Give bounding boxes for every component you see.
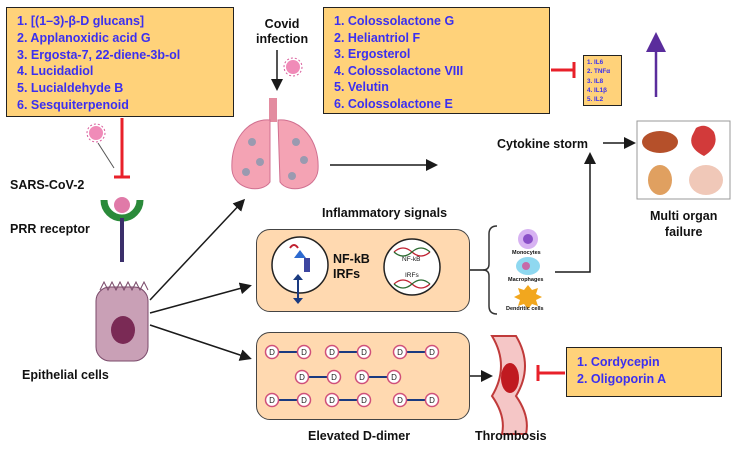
d-dimer-bead	[296, 392, 312, 408]
inhibit-line-box2	[551, 62, 576, 78]
d-letter: D	[301, 396, 307, 405]
d-letter: D	[269, 348, 275, 357]
monocyte-icon	[518, 229, 538, 249]
d-dimer-molecules: D D D D D D D D D D D D D D D D	[264, 344, 440, 408]
d-letter: D	[331, 373, 337, 382]
organs-icon	[636, 120, 731, 200]
compound-box-2: 1. Colossolactone G 2. Heliantriol F 3. Er…	[323, 7, 550, 114]
d-letter: D	[397, 396, 403, 405]
d-dimer-bead	[264, 344, 280, 360]
d-dimer-bead	[326, 369, 342, 385]
compound-box-1: 1. [(1–3)-β-D glucans] 2. Applanoxidic ac…	[6, 7, 234, 117]
compound-list-3: 1. Cordycepin 2. Oligoporin A	[577, 354, 721, 388]
cytokine-item: 3. IL8	[587, 77, 604, 85]
d-letter: D	[329, 396, 335, 405]
macrophages-label: Macrophages	[508, 277, 544, 283]
compound-item: 5. Velutin	[334, 80, 389, 94]
d-letter: D	[429, 396, 435, 405]
prr-receptor-label: PRR receptor	[10, 222, 90, 236]
compound-item: 3. Ergosta-7, 22-diene-3b-ol	[17, 47, 181, 62]
monocytes-label: Monocytes	[512, 250, 541, 256]
dendritic-cell-icon	[514, 285, 542, 309]
d-dimer-bead	[264, 392, 280, 408]
d-dimer-bead	[356, 392, 372, 408]
thrombosis-icon	[490, 335, 528, 435]
elevated-d-dimer-label: Elevated D-dimer	[308, 429, 411, 443]
d-letter: D	[429, 348, 435, 357]
sars-cov2-label: SARS-CoV-2	[10, 178, 85, 192]
compound-item: 4. Colossolactone VIII	[334, 63, 464, 78]
d-dimer-bead	[324, 344, 340, 360]
dna-nfkb-label: NF-kB	[402, 256, 421, 263]
compound-list-2: 1. Colossolactone G 2. Heliantriol F 3. Er…	[334, 13, 549, 112]
dendritic-cells-label: Dendritic cells	[506, 306, 544, 312]
epithelial-cell-icon	[95, 280, 149, 362]
compound-box-3: 1. Cordycepin 2. Oligoporin A	[566, 347, 722, 397]
d-dimer-bead	[354, 369, 370, 385]
compound-item: 6. Sesquiterpenoid	[17, 97, 129, 112]
prr-receptor-icon	[100, 197, 144, 262]
cytokine-storm-label: Cytokine storm	[497, 137, 588, 151]
d-dimer-bead	[356, 344, 372, 360]
inflammatory-signals-label: Inflammatory signals	[322, 206, 448, 220]
macrophage-icon	[516, 257, 540, 275]
d-letter: D	[361, 348, 367, 357]
d-letter: D	[301, 348, 307, 357]
inhibit-line-box3	[536, 365, 565, 381]
d-letter: D	[361, 396, 367, 405]
dna-icon	[383, 238, 441, 296]
multi-organ-failure-label: Multi organ failure	[650, 209, 718, 239]
compound-item: 5. Lucialdehyde B	[17, 81, 124, 96]
compound-item: 2. Oligoporin A	[577, 372, 667, 386]
d-dimer-bead	[324, 392, 340, 408]
nfkb-irfs-label: NF-kB IRFs	[333, 252, 370, 281]
compound-item: 4. Lucidadiol	[17, 64, 94, 79]
virus-icon	[86, 123, 106, 143]
d-letter: D	[397, 348, 403, 357]
d-dimer-bead	[392, 392, 408, 408]
d-letter: D	[299, 373, 305, 382]
covid-infection-label: Covid infection	[256, 17, 309, 46]
compound-item: 6. Colossolactone E	[334, 96, 453, 111]
d-dimer-bead	[294, 369, 310, 385]
cytokine-item: 5. IL2	[587, 96, 604, 104]
inhibit-line-box1	[114, 118, 130, 179]
d-dimer-bead	[392, 344, 408, 360]
immune-brace	[482, 225, 498, 315]
compound-item: 1. Cordycepin	[577, 355, 660, 369]
d-dimer-bead	[424, 392, 440, 408]
compound-item: 2. Heliantriol F	[334, 30, 421, 45]
d-letter: D	[269, 396, 275, 405]
compound-item: 1. [(1–3)-β-D glucans]	[17, 14, 145, 28]
epithelial-cells-label: Epithelial cells	[22, 368, 109, 382]
d-dimer-bead	[424, 344, 440, 360]
lungs-icon	[231, 98, 319, 190]
cytokine-item: 2. TNFα	[587, 68, 611, 76]
compound-item: 3. Ergosterol	[334, 47, 411, 61]
cytokine-item: 1. IL6	[587, 59, 604, 66]
nfkb-icon	[271, 236, 329, 304]
dna-irfs-label: IRFs	[405, 272, 419, 279]
thrombosis-label: Thrombosis	[475, 429, 547, 443]
d-letter: D	[359, 373, 365, 382]
d-dimer-bead	[296, 344, 312, 360]
compound-item: 2. Applanoxidic acid G	[17, 30, 151, 45]
virus-icon	[283, 57, 303, 77]
d-dimer-bead	[386, 369, 402, 385]
compound-item: 1. Colossolactone G	[334, 14, 455, 28]
cytokine-item: 4. IL1β	[587, 86, 607, 94]
d-letter: D	[391, 373, 397, 382]
d-letter: D	[329, 348, 335, 357]
compound-list-1: 1. [(1–3)-β-D glucans] 2. Applanoxidic ac…	[17, 13, 233, 114]
